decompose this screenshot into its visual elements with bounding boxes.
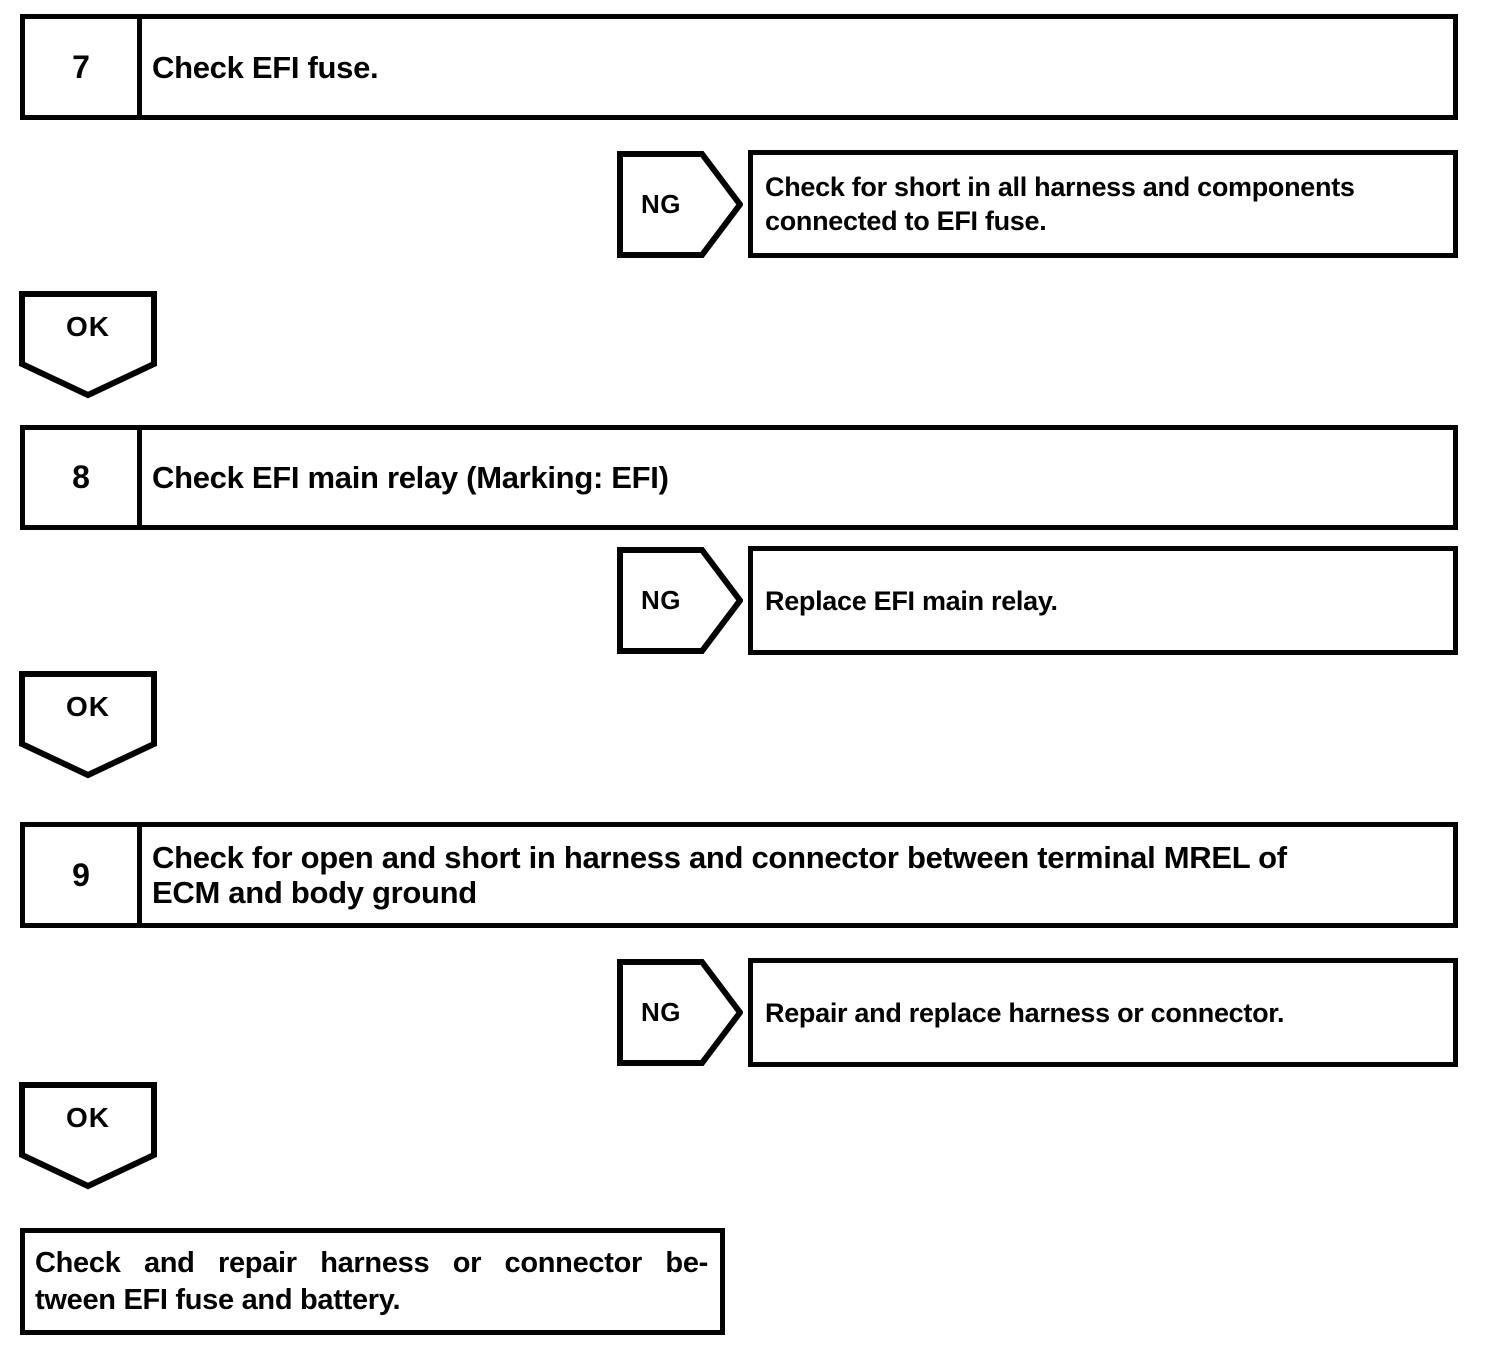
- step-7-ok-connector: OK: [19, 291, 157, 399]
- step-7-instruction: Check EFI fuse.: [152, 49, 379, 85]
- final-action-box: Check and repair harness or connector be…: [20, 1228, 725, 1335]
- step-7-ng-connector: NG: [617, 151, 743, 258]
- ng-arrow-icon: [617, 151, 743, 258]
- step-9-ng-connector: NG: [617, 959, 743, 1066]
- step-9-box: 9 Check for open and short in harness an…: [20, 822, 1458, 928]
- ng-label: NG: [641, 585, 681, 615]
- step-9-instruction: Check for open and short in harness and …: [152, 840, 1287, 910]
- step-7-ng-action-box: Check for short in all harness and compo…: [748, 150, 1458, 258]
- step-8-ok-connector: OK: [19, 671, 157, 779]
- ng-arrow-icon: [617, 547, 743, 654]
- step-8-instruction: Check EFI main relay (Marking: EFI): [152, 460, 669, 495]
- ok-arrow-icon: [19, 671, 157, 779]
- ng-label: NG: [641, 997, 681, 1027]
- ok-arrow-icon: [19, 291, 157, 399]
- step-9-number: 9: [25, 827, 142, 923]
- ng-label: NG: [641, 189, 681, 219]
- ok-label: OK: [66, 691, 110, 722]
- ok-arrow-icon: [19, 1082, 157, 1190]
- final-action-line-1: Check and repair harness or connector be…: [35, 1246, 708, 1279]
- step-8-ng-action-box: Replace EFI main relay.: [748, 546, 1458, 655]
- final-action-line-2: tween EFI fuse and battery.: [35, 1283, 401, 1316]
- step-8-box: 8 Check EFI main relay (Marking: EFI): [20, 425, 1458, 530]
- step-8-ng-connector: NG: [617, 547, 743, 654]
- ng-arrow-icon: [617, 959, 743, 1066]
- step-7-box: 7 Check EFI fuse.: [20, 14, 1458, 120]
- ok-label: OK: [66, 311, 110, 342]
- ok-label: OK: [66, 1102, 110, 1133]
- step-9-ng-action-box: Repair and replace harness or connector.: [748, 958, 1458, 1067]
- step-9-ok-connector: OK: [19, 1082, 157, 1190]
- step-8-number: 8: [25, 430, 142, 525]
- step-7-number: 7: [25, 19, 142, 115]
